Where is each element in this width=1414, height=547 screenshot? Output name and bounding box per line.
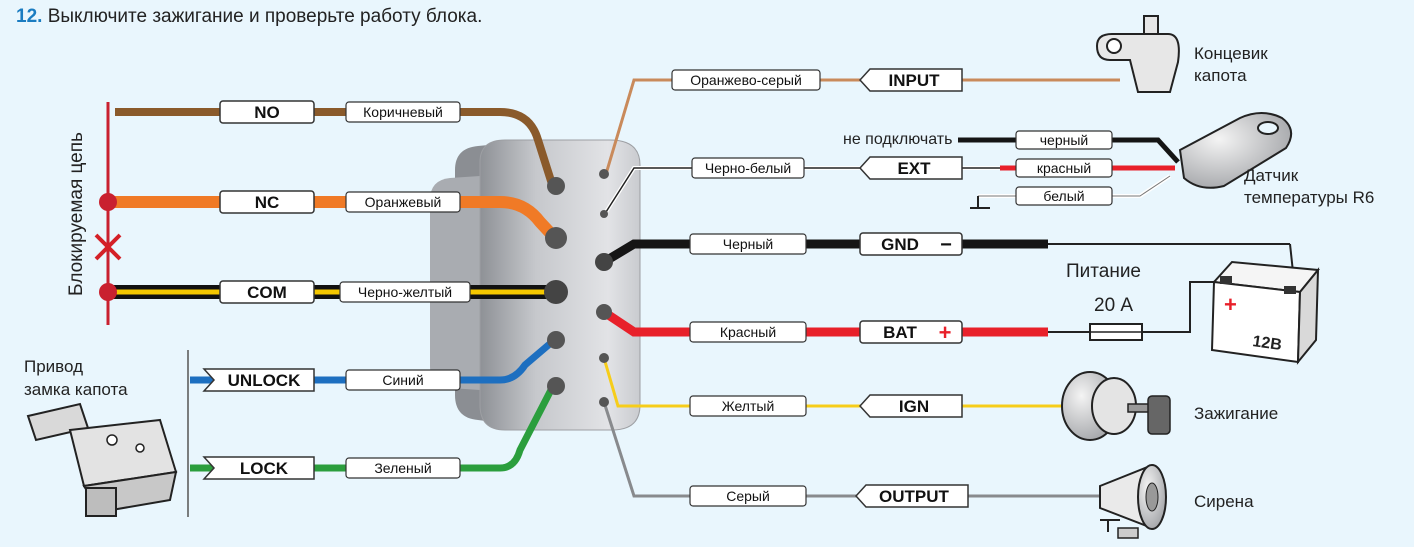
sensor-label-white: белый bbox=[1015, 186, 1113, 206]
gnd-minus-sign: − bbox=[940, 234, 952, 256]
wire-label-black-white: Черно-белый bbox=[691, 157, 805, 179]
wire-label-green: Зеленый bbox=[345, 457, 461, 479]
sensor-label-red-text: красный bbox=[1037, 160, 1091, 176]
step-text: Выключите зажигание и проверьте работу б… bbox=[47, 6, 483, 27]
wire-label-blue: Синий bbox=[345, 369, 461, 391]
terminal-bat-label: BAT bbox=[883, 323, 917, 342]
sensor-label-black: черный bbox=[1015, 130, 1113, 150]
sensor-label-black-text: черный bbox=[1040, 132, 1088, 148]
blocked-circuit-label: Блокируемая цепь bbox=[66, 132, 87, 296]
module-pins-left bbox=[544, 177, 568, 395]
terminal-unlock: UNLOCK bbox=[202, 368, 315, 392]
ignition-icon bbox=[1061, 371, 1171, 441]
battery-icon: + 12В bbox=[1210, 260, 1320, 365]
hood-switch-label-1: Концевик bbox=[1194, 44, 1268, 63]
wire-label-grey-text: Серый bbox=[726, 488, 770, 504]
battery-plus: + bbox=[1224, 292, 1237, 317]
terminal-output: OUTPUT bbox=[854, 484, 969, 508]
terminal-gnd: GND − bbox=[859, 232, 963, 256]
wire-green bbox=[190, 386, 556, 472]
siren-label: Сирена bbox=[1194, 492, 1254, 511]
terminal-com: COM bbox=[219, 280, 315, 304]
wire-label-black-yellow: Черно-желтый bbox=[339, 281, 471, 303]
wire-label-green-text: Зеленый bbox=[374, 460, 431, 476]
wire-yellow bbox=[602, 357, 1062, 408]
terminal-ign-label: IGN bbox=[899, 397, 929, 416]
terminal-no-label: NO bbox=[254, 103, 280, 122]
terminal-lock-label: LOCK bbox=[240, 459, 289, 478]
wire-label-orange: Оранжевый bbox=[345, 191, 461, 213]
wire-orange-grey bbox=[604, 78, 672, 175]
terminal-input: INPUT bbox=[858, 68, 963, 92]
terminal-gnd-label: GND bbox=[881, 235, 919, 254]
com-junction bbox=[99, 283, 117, 301]
terminal-ext: EXT bbox=[858, 156, 963, 180]
sensor-label-red: красный bbox=[1015, 158, 1113, 178]
siren-icon bbox=[1099, 464, 1167, 539]
wire-label-orange-text: Оранжевый bbox=[365, 194, 442, 210]
wire-black bbox=[601, 239, 1048, 266]
module-pins-right bbox=[595, 169, 613, 407]
terminal-output-label: OUTPUT bbox=[879, 487, 950, 506]
wire-label-black-text: Черный bbox=[723, 236, 774, 252]
step-number: 12. bbox=[16, 6, 43, 27]
terminal-no: NO bbox=[219, 100, 315, 124]
wire-label-black-yellow-text: Черно-желтый bbox=[358, 284, 452, 300]
wire-label-blue-text: Синий bbox=[382, 372, 423, 388]
terminal-lock: LOCK bbox=[202, 456, 315, 480]
wire-label-yellow: Желтый bbox=[689, 395, 807, 417]
actuator-label-2: замка капота bbox=[24, 380, 128, 399]
bat-plus-sign: + bbox=[939, 320, 952, 345]
wire-orange bbox=[108, 196, 558, 241]
wire-label-yellow-text: Желтый bbox=[722, 398, 775, 414]
wire-grey bbox=[602, 401, 1100, 498]
no-connect-label: не подключать bbox=[843, 131, 953, 148]
wire-label-red: Красный bbox=[689, 321, 807, 343]
terminal-nc-label: NC bbox=[255, 193, 280, 212]
wire-red bbox=[601, 308, 1048, 337]
wire-label-brown-text: Коричневый bbox=[363, 104, 443, 120]
wire-label-orange-grey-text: Оранжево-серый bbox=[690, 72, 802, 88]
ground-symbol-siren bbox=[1100, 519, 1120, 532]
temp-sensor-label-2: температуры R6 bbox=[1244, 188, 1375, 207]
wire-label-brown: Коричневый bbox=[345, 101, 461, 123]
terminal-input-label: INPUT bbox=[889, 71, 941, 90]
actuator-label-1: Привод bbox=[24, 357, 84, 376]
terminal-com-label: COM bbox=[247, 283, 287, 302]
sensor-label-white-text: белый bbox=[1043, 188, 1084, 204]
lock-actuator-icon bbox=[26, 402, 178, 517]
power-label-1: Питание bbox=[1066, 261, 1141, 282]
wire-label-grey: Серый bbox=[689, 485, 807, 507]
hood-switch-label-2: капота bbox=[1194, 66, 1247, 85]
battery-label: 12В bbox=[1251, 333, 1282, 354]
wire-label-orange-grey: Оранжево-серый bbox=[671, 69, 821, 91]
terminal-bat: BAT + bbox=[859, 320, 963, 345]
wire-blue bbox=[190, 339, 555, 384]
wire-brown bbox=[115, 108, 556, 186]
nc-junction bbox=[99, 193, 117, 211]
hood-switch-icon bbox=[1095, 15, 1180, 93]
terminal-ign: IGN bbox=[858, 394, 963, 418]
terminal-ext-label: EXT bbox=[897, 159, 931, 178]
ignition-label: Зажигание bbox=[1194, 404, 1279, 423]
wire-label-black-white-text: Черно-белый bbox=[705, 160, 791, 176]
temperature-sensor-icon bbox=[1178, 112, 1293, 189]
power-label-2: 20 А bbox=[1094, 295, 1134, 316]
cut-mark-icon bbox=[94, 233, 122, 261]
wire-label-red-text: Красный bbox=[720, 324, 776, 340]
ground-symbol-sensor bbox=[970, 196, 990, 209]
temp-sensor-label-1: Датчик bbox=[1244, 166, 1299, 185]
terminal-nc: NC bbox=[219, 190, 315, 214]
wire-label-black: Черный bbox=[689, 233, 807, 255]
terminal-unlock-label: UNLOCK bbox=[228, 371, 301, 390]
step-instruction: 12. Выключите зажигание и проверьте рабо… bbox=[16, 6, 482, 28]
